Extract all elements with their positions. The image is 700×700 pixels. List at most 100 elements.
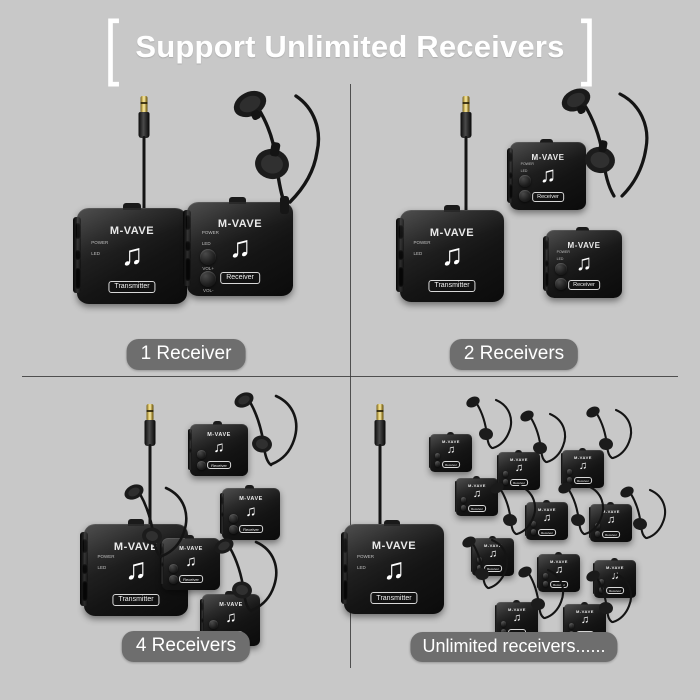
receiver-tag-label: Receiver	[574, 477, 592, 485]
caption-unlimited-receivers: Unlimited receivers......	[410, 632, 618, 662]
quadrant-unlimited-receivers: M-VAVE ♫ POWER LED Transmitter M-VAVE ♫ …	[340, 376, 678, 668]
vol-down-button[interactable]	[168, 575, 178, 585]
vol-down-button[interactable]	[530, 528, 537, 536]
vol-up-button[interactable]	[530, 521, 537, 528]
device-port-usb	[544, 259, 550, 267]
vol-down-button[interactable]	[460, 504, 467, 512]
vol-up-button[interactable]	[568, 623, 575, 630]
vol-up-button[interactable]	[555, 263, 567, 275]
device-port-usb	[185, 241, 192, 251]
receiver-device[interactable]: M-VAVE ♫ Receiver	[219, 485, 280, 540]
device-brand-label: M-VAVE	[217, 217, 263, 230]
device-side-rail	[496, 455, 500, 486]
vol-up-button[interactable]	[208, 620, 218, 629]
scene-two-receivers: M-VAVE ♫ POWER LED Transmitter M-VAVE ♫	[350, 84, 678, 376]
vol-up-button[interactable]	[199, 249, 216, 265]
plug-cable	[142, 136, 146, 224]
transmitter-device[interactable]: M-VAVE ♫ POWER LED Transmitter	[396, 205, 504, 302]
earbuds	[118, 484, 204, 562]
device-brand-label: M-VAVE	[207, 431, 231, 438]
earbuds	[228, 392, 314, 470]
music-note-icon: ♫	[542, 512, 552, 525]
device-brand-label: M-VAVE	[576, 609, 594, 615]
plug-body-icon	[374, 420, 386, 446]
device-port-usb	[75, 250, 82, 260]
earbuds	[546, 88, 674, 208]
vol-up-button[interactable]	[519, 175, 531, 187]
earbuds	[458, 536, 520, 592]
device-brand-label: M-VAVE	[567, 240, 601, 250]
plug-cable	[378, 444, 382, 540]
device-brand-label: M-VAVE	[113, 540, 159, 553]
vol-down-button[interactable]	[555, 278, 567, 290]
vol-up-button[interactable]	[196, 450, 206, 459]
device-brand-label: M-VAVE	[510, 457, 528, 463]
vol-down-button[interactable]	[519, 190, 531, 202]
device-top-nub	[610, 558, 618, 561]
device-brand-label: M-VAVE	[574, 455, 592, 461]
device-port-clip	[398, 267, 405, 288]
vol-up-button[interactable]	[502, 471, 509, 478]
vol-up-button[interactable]	[542, 573, 549, 580]
vol-up-button[interactable]	[500, 621, 507, 628]
transmitter-tag-label: Transmitter	[428, 279, 476, 292]
receiver-tag-label: Receiver	[550, 581, 568, 589]
earbuds	[514, 566, 576, 622]
music-note-icon: ♫	[185, 553, 197, 571]
vol-down-button[interactable]	[502, 478, 509, 486]
device-top-nub	[580, 602, 588, 605]
plug-tip-icon	[376, 404, 384, 421]
led-link-label: LED	[201, 240, 211, 246]
led-link-label: LED	[97, 565, 107, 571]
vol-up-button[interactable]	[434, 453, 441, 460]
led-power-label: POWER	[556, 249, 570, 254]
device-port-jack	[221, 496, 225, 505]
vol-down-button[interactable]	[196, 461, 206, 471]
receiver-tag-label: Receiver	[468, 505, 486, 513]
plug-tip-icon	[140, 96, 148, 113]
device-top-nub	[512, 600, 520, 603]
device-top-nub	[446, 432, 454, 435]
device-side-rail	[560, 453, 564, 484]
music-note-icon: ♫	[472, 488, 482, 501]
vol-down-button[interactable]	[476, 564, 483, 572]
device-port-clip	[82, 581, 89, 602]
vol-down-button[interactable]	[594, 530, 601, 538]
vol-up-button[interactable]	[168, 564, 178, 573]
grid-divider-horizontal	[22, 376, 678, 377]
device-port-jack	[508, 151, 514, 163]
device-brand-label: M-VAVE	[508, 607, 526, 613]
page-title: Support Unlimited Receivers	[135, 29, 565, 64]
device-brand-label: M-VAVE	[468, 483, 486, 489]
vol-up-button[interactable]	[460, 497, 467, 504]
device-top-nub	[225, 591, 235, 596]
transmitter-device[interactable]: M-VAVE ♫ POWER LED Transmitter	[73, 203, 187, 304]
led-power-label: POWER	[413, 240, 431, 246]
vol-up-button[interactable]	[598, 579, 605, 586]
quadrant-two-receivers: M-VAVE ♫ POWER LED Transmitter M-VAVE ♫	[350, 84, 678, 376]
device-port-jack	[161, 546, 165, 555]
device-top-nub	[443, 205, 461, 212]
device-side-rail	[428, 437, 432, 468]
earbuds	[462, 396, 524, 452]
vol-down-button[interactable]	[228, 525, 238, 535]
device-top-nub	[576, 226, 589, 232]
device-brand-label: M-VAVE	[442, 439, 460, 445]
receiver-tag-label: Receiver	[239, 525, 263, 534]
vol-down-button[interactable]	[566, 476, 573, 484]
vol-up-label: VOL+	[202, 265, 215, 271]
music-note-icon: ♫	[512, 612, 522, 625]
vol-down-button[interactable]	[199, 270, 216, 287]
device-port-jack	[82, 538, 89, 554]
led-power-label: POWER	[201, 230, 219, 236]
plug-cable	[148, 444, 152, 540]
transmitter-device[interactable]: M-VAVE ♫ POWER LED Transmitter	[340, 519, 444, 614]
vol-up-button[interactable]	[228, 514, 238, 523]
music-note-icon: ♫	[580, 614, 590, 627]
vol-down-button[interactable]	[434, 460, 441, 468]
device-top-nub	[488, 536, 496, 539]
vol-down-button[interactable]	[542, 580, 549, 588]
earbuds	[616, 486, 678, 542]
receiver-device[interactable]: M-VAVE ♫ POWER LED Receiver	[543, 226, 622, 298]
vol-up-button[interactable]	[566, 469, 573, 476]
